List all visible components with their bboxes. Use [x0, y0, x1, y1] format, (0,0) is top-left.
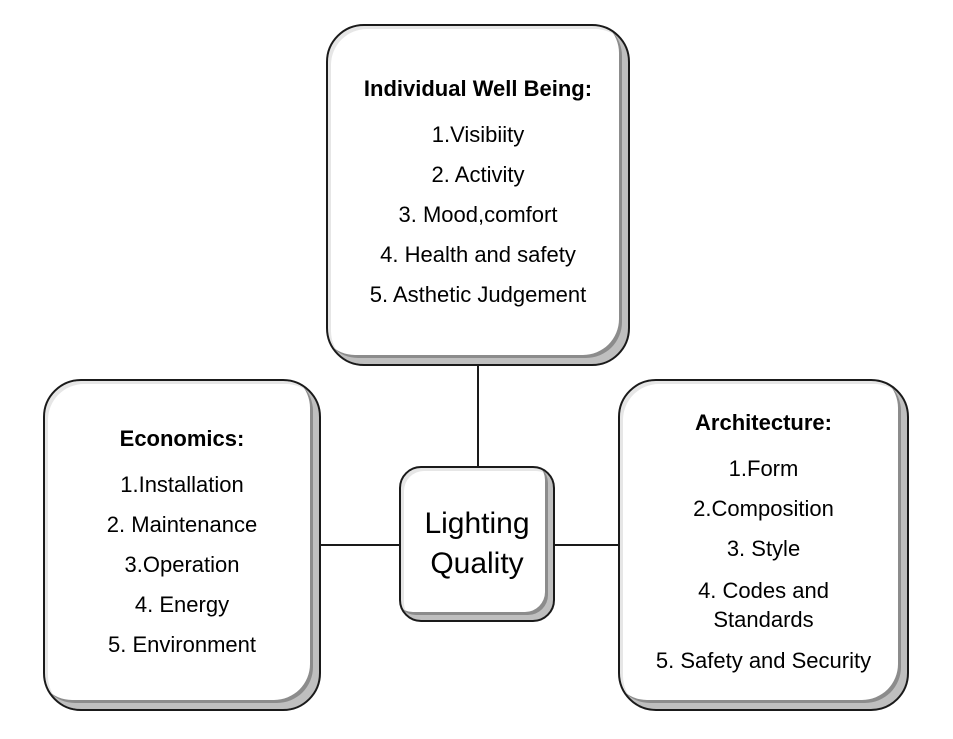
list-item: 4. Energy	[134, 592, 230, 617]
architecture-title: Architecture:	[695, 410, 832, 435]
lighting-quality-box: Lighting Quality	[399, 466, 555, 622]
list-item: 2.Composition	[693, 496, 834, 521]
list-item: 3. Style	[726, 536, 801, 561]
list-item: 2. Activity	[431, 162, 525, 187]
list-item: 4. Codes and Standards	[698, 578, 829, 632]
center-label-line1: Lighting	[424, 507, 530, 540]
center-label-line2: Quality	[430, 547, 524, 580]
individual-well-being-title: Individual Well Being:	[363, 76, 593, 101]
economics-box: Economics: 1.Installation 2. Maintenance…	[43, 379, 321, 711]
list-item: 5. Safety and Security	[655, 648, 872, 673]
list-item: 1.Installation	[120, 472, 244, 497]
list-item: 3. Mood,comfort	[398, 202, 558, 227]
list-item: 4. Health and safety	[380, 242, 576, 267]
list-item: 1.Visibiity	[431, 122, 525, 147]
individual-well-being-box: Individual Well Being: 1.Visibiity 2. Ac…	[326, 24, 630, 366]
list-item: 5. Asthetic Judgement	[369, 282, 587, 307]
list-item: 1.Form	[728, 456, 799, 481]
economics-title: Economics:	[119, 426, 245, 451]
list-item: 5. Environment	[108, 632, 256, 657]
architecture-box: Architecture: 1.Form 2.Composition 3. St…	[618, 379, 909, 711]
list-item: 3.Operation	[124, 552, 240, 577]
list-item: 2. Maintenance	[106, 512, 258, 537]
